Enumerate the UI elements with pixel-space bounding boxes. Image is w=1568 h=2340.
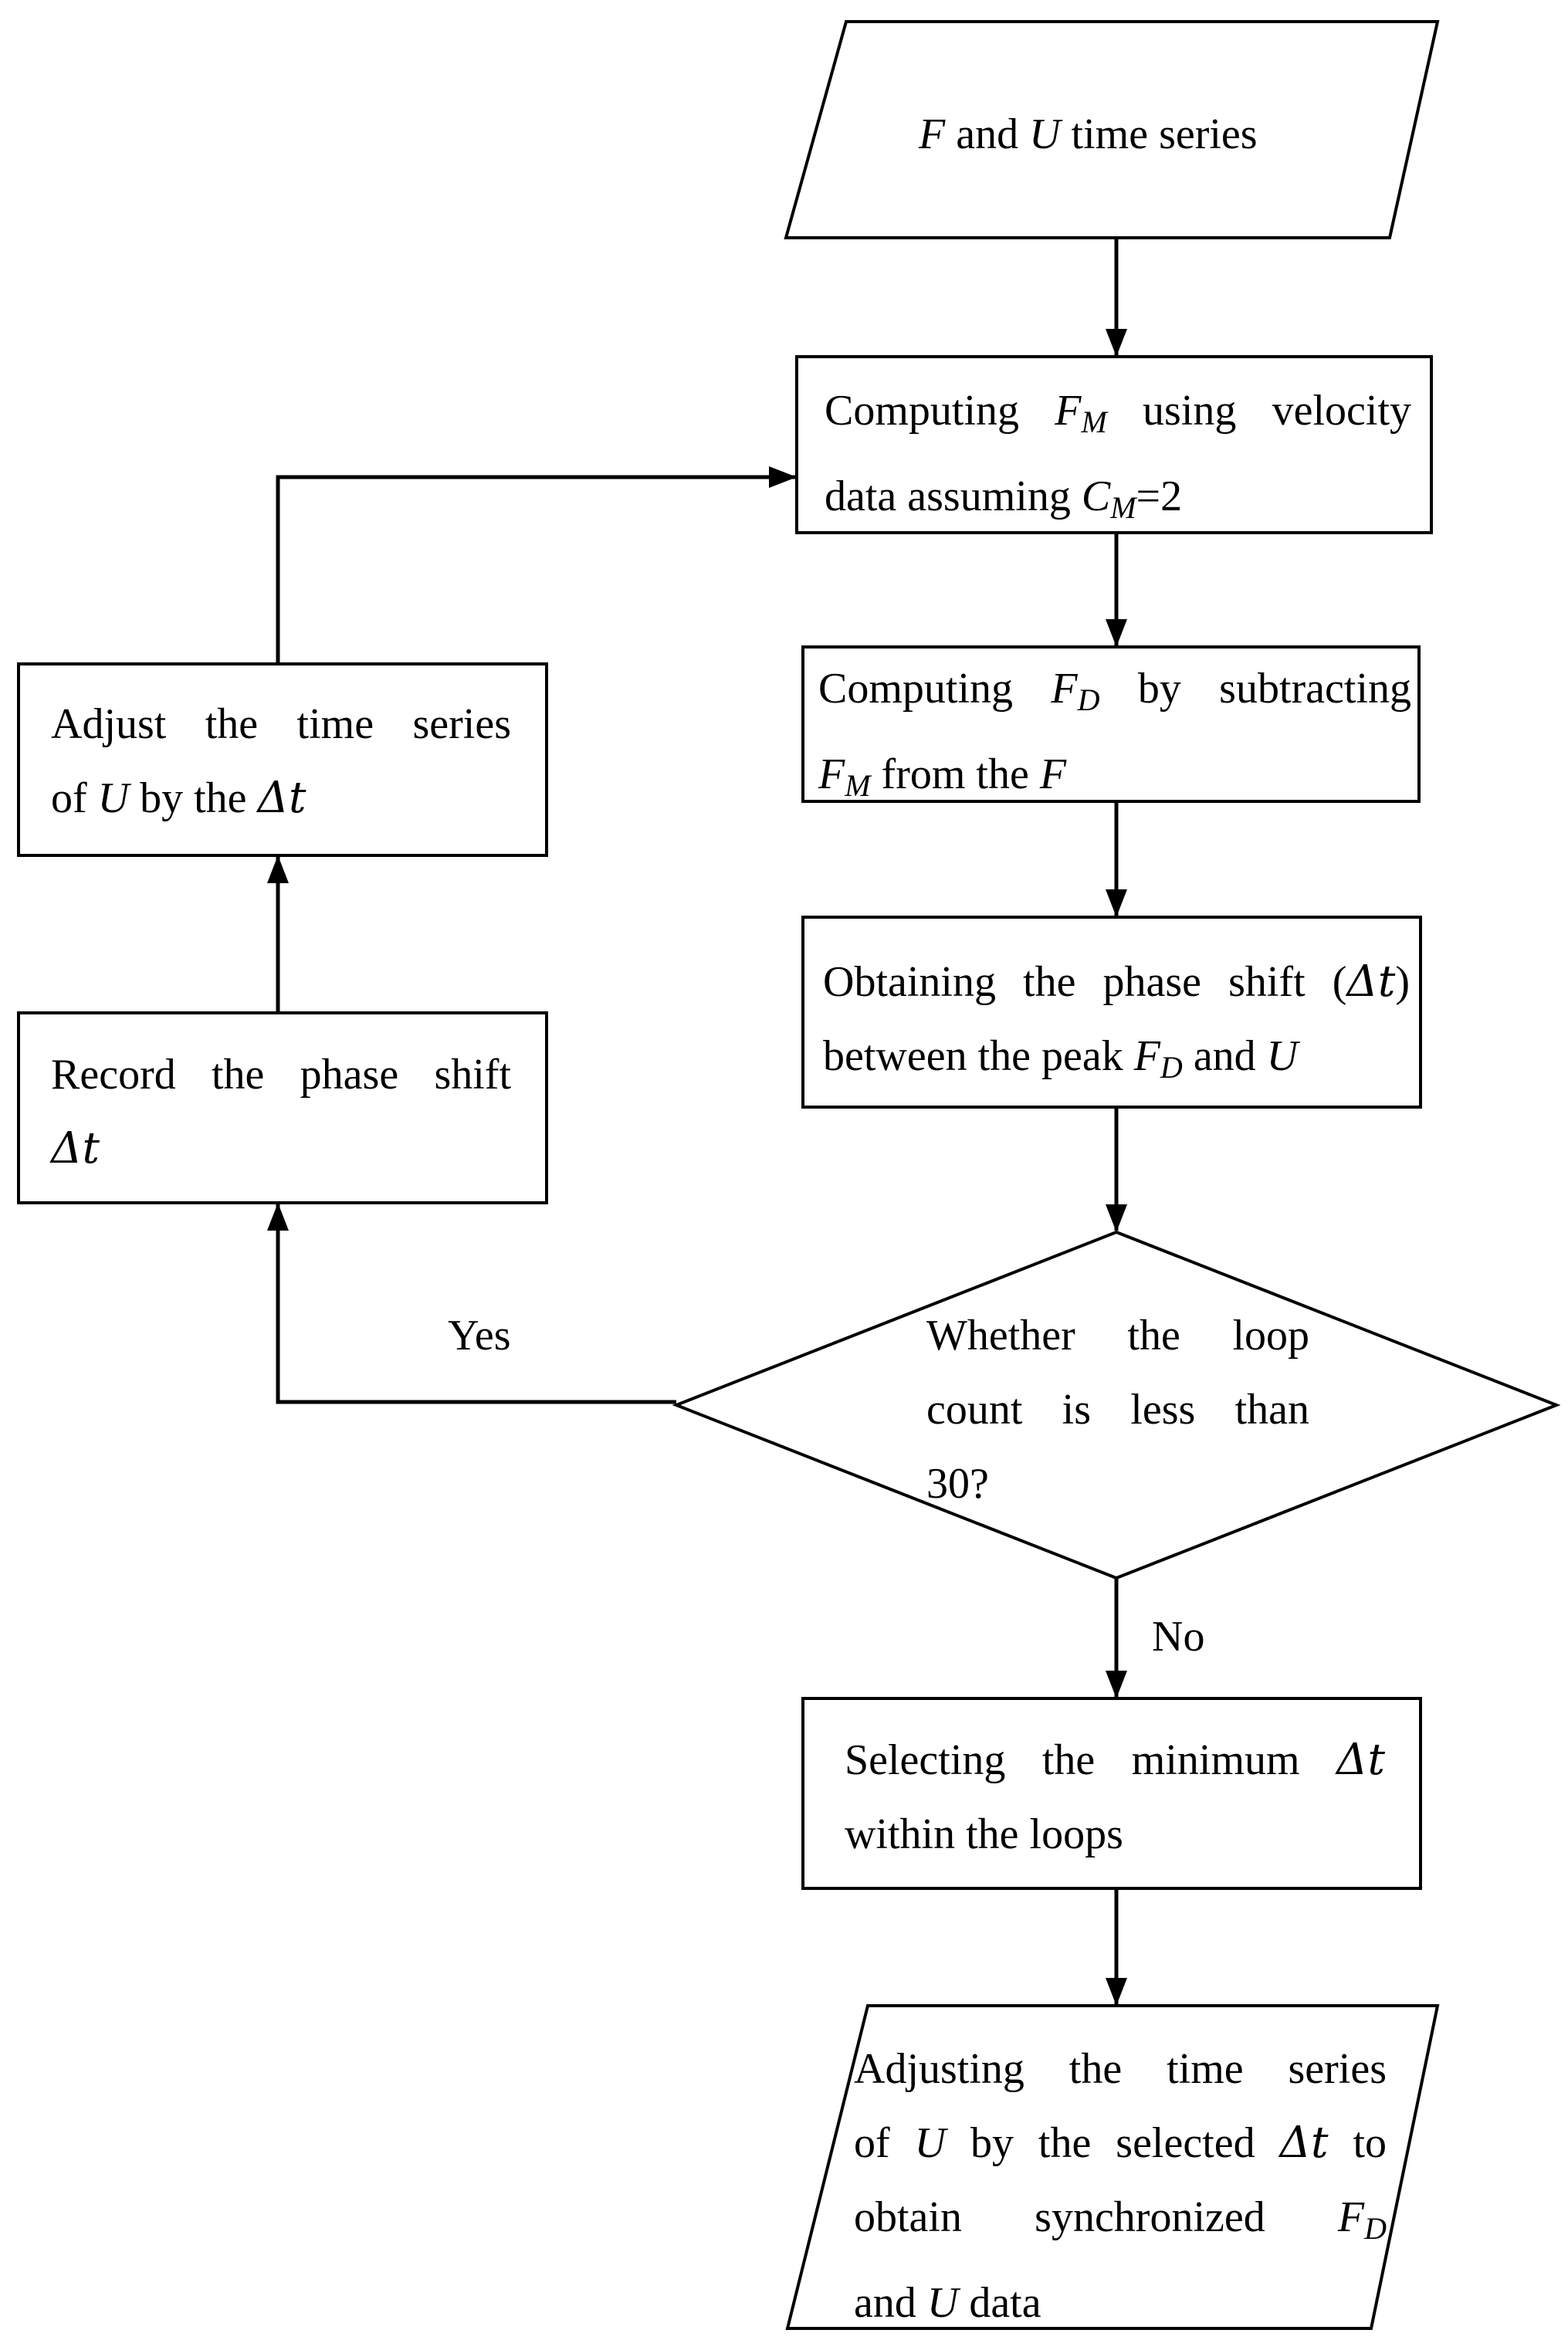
text: using velocity	[1106, 387, 1411, 435]
var-f: F	[1337, 2193, 1365, 2241]
subscript-d: D	[1077, 682, 1100, 717]
phase-shift-box	[801, 916, 1422, 1109]
select-min-line1: Selecting the minimum Δt	[845, 1723, 1385, 1797]
delta-t: Δt	[51, 1123, 100, 1173]
adjust-line2: of U by the Δt	[51, 761, 511, 835]
var-f: F	[1039, 750, 1067, 798]
record-line1: Record the phase shift	[51, 1051, 511, 1099]
var-u: U	[97, 774, 130, 822]
compute-fm-box	[795, 355, 1433, 534]
select-min-box	[801, 1697, 1422, 1890]
record-text: Record the phase shift Δt	[51, 1038, 511, 1186]
arrow-adjust-to-fm	[276, 466, 797, 664]
delta-t: Δt	[1346, 957, 1396, 1007]
adjust-text: Adjust the time series of U by the Δt	[51, 687, 511, 835]
select-min-text: Selecting the minimum Δt within the loop…	[845, 1723, 1385, 1871]
var-c: C	[1081, 472, 1111, 520]
var-f: F	[919, 110, 946, 158]
text: of	[51, 774, 98, 822]
decision-text: Whether the loop count is less than 30?	[926, 1299, 1309, 1521]
output-line4: and U data	[854, 2266, 1387, 2340]
text: by the	[129, 774, 258, 822]
text: )	[1395, 958, 1410, 1006]
decision-line2: count is less than	[926, 1386, 1309, 1434]
phase-shift-text: Obtaining the phase shift (Δt) between t…	[823, 945, 1410, 1105]
output-text: Adjusting the time series of U by the se…	[854, 2032, 1387, 2340]
text: =2	[1136, 472, 1183, 520]
compute-fm-text: Computing FM using velocity data assumin…	[825, 374, 1411, 545]
subscript-m: M	[1110, 490, 1136, 525]
phase-shift-line2: between the peak FD and U	[823, 1019, 1410, 1105]
text: Selecting the minimum	[845, 1736, 1337, 1784]
compute-fd-line1: Computing FD by subtracting	[818, 652, 1411, 737]
compute-fd-text: Computing FD by subtracting FM from the …	[818, 652, 1411, 823]
input-rest: time series	[1060, 110, 1258, 158]
delta-t: Δt	[1279, 2118, 1329, 2168]
var-u: U	[1029, 110, 1061, 158]
text: data	[958, 2279, 1041, 2327]
text: of	[854, 2119, 915, 2167]
record-line2: Δt	[51, 1112, 511, 1186]
text: by subtracting	[1099, 665, 1411, 713]
compute-fm-line2: data assuming CM=2	[825, 459, 1411, 545]
var-f: F	[1051, 665, 1078, 713]
text: data assuming	[825, 472, 1082, 520]
arrow-decision-yes-to-record	[267, 1203, 676, 1404]
delta-t: Δt	[1336, 1735, 1385, 1785]
text: Computing	[825, 387, 1055, 435]
output-parallelogram	[785, 2004, 1440, 2330]
var-f: F	[818, 750, 845, 798]
edge-label-yes: Yes	[448, 1312, 511, 1360]
input-label: F and U time series	[919, 97, 1258, 171]
compute-fd-box	[801, 645, 1421, 803]
decision-line1: Whether the loop	[926, 1312, 1309, 1360]
select-min-line2: within the loops	[845, 1810, 1123, 1858]
text: from the	[870, 750, 1040, 798]
subscript-d: D	[1364, 2211, 1387, 2246]
var-u: U	[1266, 1032, 1299, 1080]
subscript-m: M	[845, 768, 871, 803]
text: to	[1328, 2119, 1387, 2167]
text: and	[854, 2279, 927, 2327]
subscript-d: D	[1160, 1050, 1183, 1085]
var-u: U	[926, 2279, 959, 2327]
text: by the selected	[946, 2119, 1280, 2167]
output-line1: Adjusting the time series	[854, 2045, 1387, 2093]
compute-fd-line2: FM from the F	[818, 737, 1411, 823]
input-and: and	[945, 110, 1030, 158]
text: and	[1182, 1032, 1267, 1080]
input-parallelogram	[784, 20, 1440, 239]
text: Computing	[818, 665, 1052, 713]
phase-shift-line1: Obtaining the phase shift (Δt)	[823, 945, 1410, 1019]
var-u: U	[914, 2119, 947, 2167]
output-line2: of U by the selected Δt to	[854, 2106, 1387, 2180]
text: between the peak	[823, 1032, 1134, 1080]
decision-line3: 30?	[926, 1460, 989, 1508]
text: obtain synchronized	[854, 2193, 1338, 2241]
edge-label-no: No	[1152, 1613, 1205, 1661]
var-f: F	[1055, 387, 1082, 435]
compute-fm-line1: Computing FM using velocity	[825, 374, 1411, 459]
var-f: F	[1133, 1032, 1160, 1080]
subscript-m: M	[1081, 405, 1107, 439]
delta-t: Δt	[257, 773, 306, 823]
output-line3: obtain synchronized FD	[854, 2180, 1387, 2266]
adjust-line1: Adjust the time series	[51, 700, 511, 748]
text: Obtaining the phase shift (	[823, 958, 1347, 1006]
